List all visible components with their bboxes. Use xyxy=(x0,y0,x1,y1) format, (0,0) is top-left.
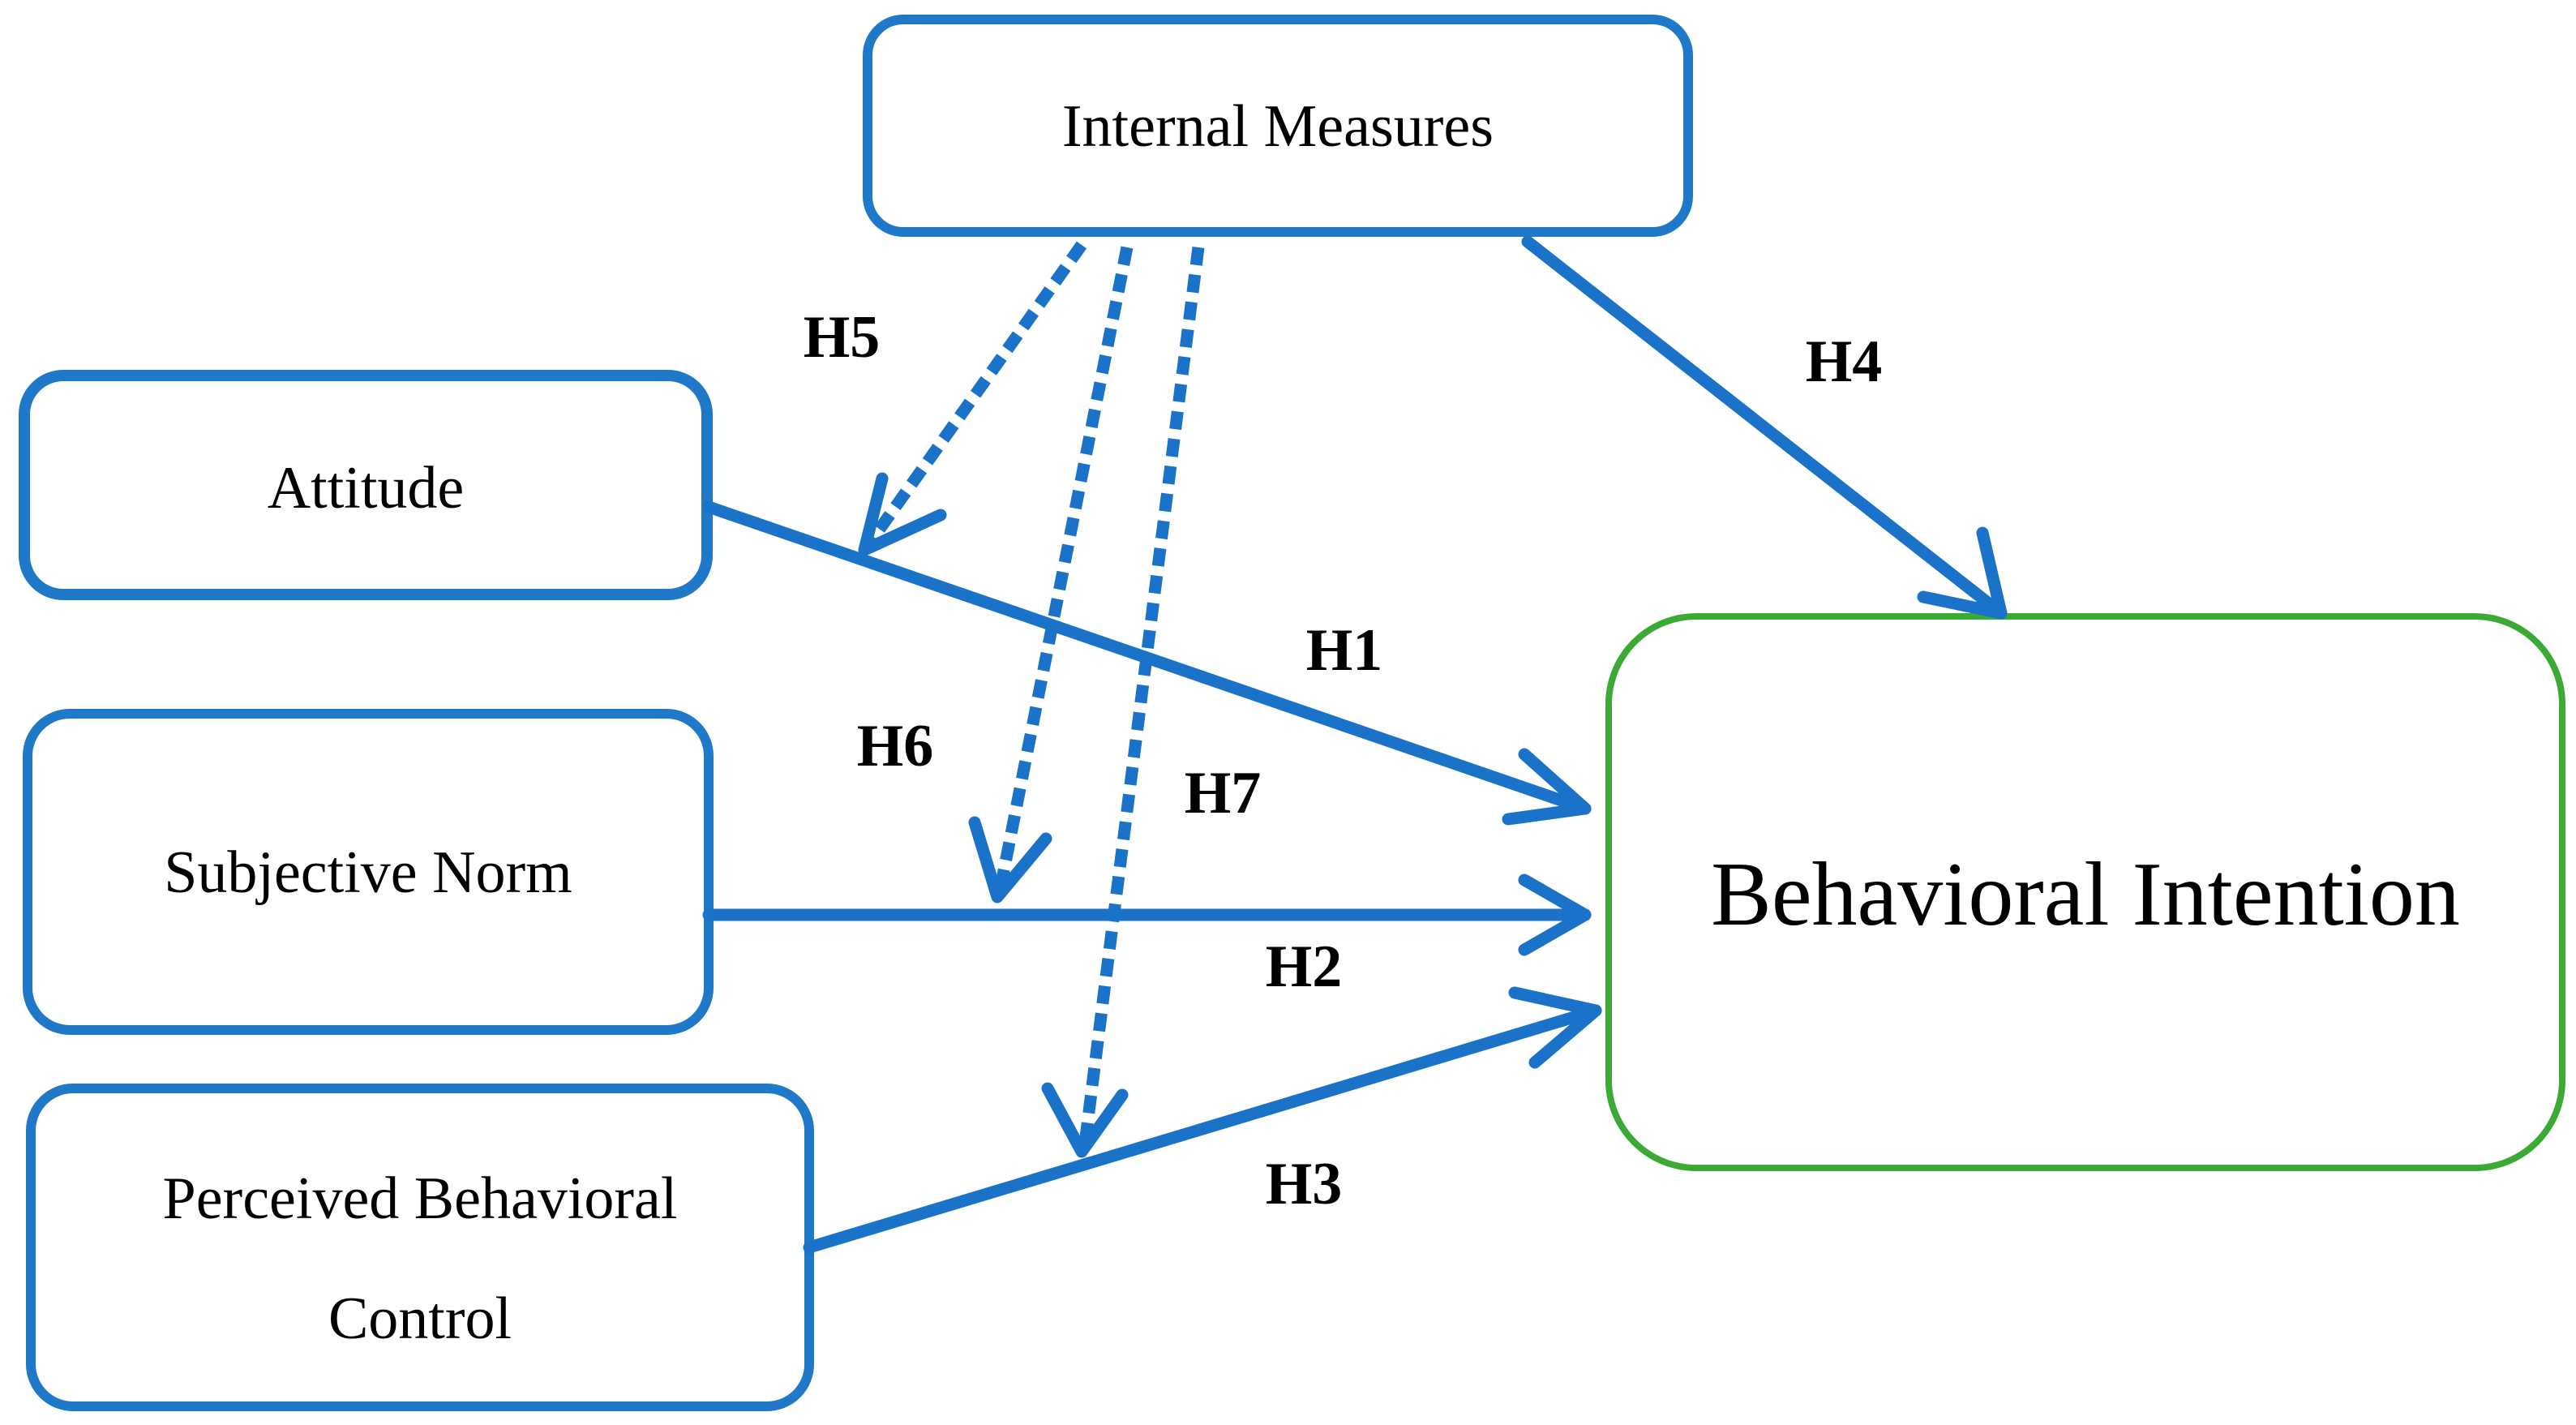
arrow-h2-subjective-norm-to-intention xyxy=(702,873,1592,956)
internal-measures-box xyxy=(863,15,1693,237)
hypothesis-label-h1: H1 xyxy=(1306,617,1383,684)
arrow-h6-moderation-subjective-norm xyxy=(968,246,1134,904)
node-behavioral-intention: Behavioral Intention xyxy=(1605,613,2565,1171)
perceived-behavioral-control-label-line1: Perceived Behavioral xyxy=(163,1165,678,1232)
hypothesis-label-h2: H2 xyxy=(1266,934,1343,1000)
node-internal-measures: Internal Measures xyxy=(863,15,1693,237)
perceived-behavioral-control-label-line2: Control xyxy=(328,1286,512,1352)
behavioral-intention-box xyxy=(1605,613,2565,1171)
arrow-h7-moderation-pbc xyxy=(1041,247,1205,1158)
hypothesis-label-h3: H3 xyxy=(1266,1151,1343,1217)
node-attitude: Attitude xyxy=(19,370,713,600)
node-perceived-behavioral-control: Perceived Behavioral Control xyxy=(26,1084,814,1411)
arrow-h5-moderation-attitude xyxy=(858,241,1087,556)
hypothesis-label-h5: H5 xyxy=(804,304,881,371)
subjective-norm-box xyxy=(23,709,714,1035)
node-subjective-norm: Subjective Norm xyxy=(23,709,714,1035)
attitude-label: Attitude xyxy=(268,455,465,521)
hypothesis-label-h6: H6 xyxy=(857,713,934,779)
arrow-h3-pbc-to-intention xyxy=(803,986,1602,1254)
perceived-behavioral-control-box xyxy=(26,1084,814,1411)
hypothesis-label-h4: H4 xyxy=(1806,328,1883,395)
attitude-box xyxy=(19,370,713,600)
behavioral-intention-label: Behavioral Intention xyxy=(1711,844,2460,945)
arrow-h4-internal-measures-to-intention xyxy=(1521,235,2008,620)
arrow-h1-attitude-to-intention xyxy=(702,500,1592,826)
internal-measures-label: Internal Measures xyxy=(1062,93,1494,160)
subjective-norm-label: Subjective Norm xyxy=(164,839,572,906)
hypothesis-label-h7: H7 xyxy=(1185,760,1262,826)
